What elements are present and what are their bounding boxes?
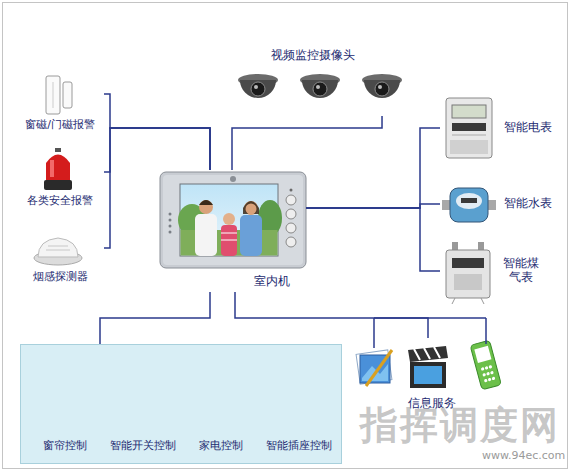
node-label: 智能水表 (500, 196, 556, 210)
connector-line (104, 94, 210, 170)
control-item: 家电控制 (183, 349, 259, 459)
meter-node: 智能电表 (440, 96, 556, 160)
water-meter-icon (442, 188, 496, 222)
control-item: 智能开关控制 (105, 349, 181, 459)
frame (3, 3, 568, 469)
node-label: 各类安全报警 (16, 194, 104, 208)
door-sensor-icon (46, 76, 72, 114)
alarm-node: 各类安全报警 (16, 144, 104, 210)
service-group: 信息服务 (352, 338, 512, 412)
camera-group: 视频监控摄像头 (228, 46, 398, 116)
alarm-beacon-icon (44, 148, 72, 190)
watermark: 指挥调度网 (360, 400, 560, 451)
node-label: 视频监控摄像头 (228, 48, 398, 62)
connector-line (306, 128, 440, 208)
service-wires (374, 318, 486, 348)
node-label: 窗帘控制 (27, 439, 103, 453)
connector-line (306, 204, 440, 208)
dome-camera-icons (238, 74, 402, 98)
connector-line (235, 292, 428, 338)
node-label: 智能电表 (500, 120, 556, 134)
sensor-node: 窗磁/门磁报警 (16, 72, 104, 136)
info-service-icons (356, 340, 501, 390)
detector-node: 烟感探测器 (16, 222, 104, 286)
connector-line (100, 292, 210, 344)
smoke-detector-icon (34, 238, 82, 265)
meter-node: 智能水表 (440, 182, 556, 226)
gas-meter-icon (446, 242, 490, 304)
node-label: 窗磁/门磁报警 (16, 118, 104, 132)
indoor-unit-device (160, 172, 306, 268)
electric-meter-icon (446, 98, 492, 158)
indoor-unit: 室内机 (160, 170, 306, 292)
node-label: 室内机 (242, 274, 302, 288)
connector-line (104, 128, 210, 248)
node-label: 家电控制 (183, 439, 259, 453)
connector-line (232, 116, 382, 170)
node-label: 烟感探测器 (16, 270, 104, 284)
meter-node: 智能煤 气表 (440, 240, 556, 302)
node-label: 智能煤 气表 (500, 256, 542, 284)
control-panel: 窗帘控制智能开关控制家电控制智能插座控制 (20, 344, 342, 464)
connector-line (306, 208, 440, 271)
connector-line (104, 128, 210, 172)
node-label: 智能开关控制 (105, 439, 181, 453)
control-item: 智能插座控制 (261, 349, 337, 459)
watermark-url: www.94ec.com (482, 449, 565, 462)
node-label: 智能插座控制 (261, 439, 337, 453)
control-item: 窗帘控制 (27, 349, 103, 459)
